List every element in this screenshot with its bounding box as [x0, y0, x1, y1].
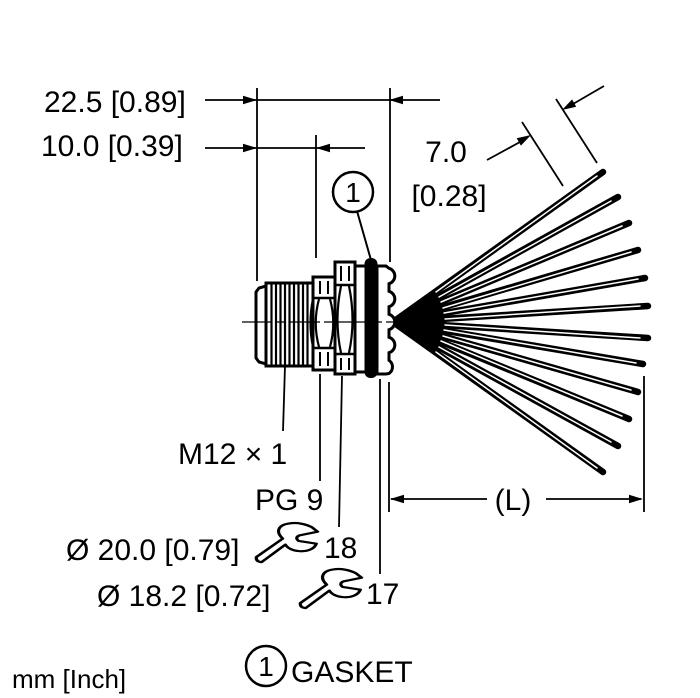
- units-note: mm [Inch]: [12, 664, 126, 694]
- wrench-size-17-label: 17: [366, 578, 399, 611]
- dim-wire-inch-label: [0.28]: [411, 180, 486, 213]
- dim-cable-length-label: (L): [495, 484, 532, 517]
- legend-callout-circle-icon: [244, 644, 288, 688]
- arrow-right-icon: [243, 95, 257, 105]
- wrench-size-18-label: 18: [324, 532, 357, 565]
- arrow-left-icon: [389, 95, 403, 105]
- hex-nut-small: [309, 275, 338, 372]
- arrow-up-right-icon: [516, 135, 531, 146]
- thread-spec-label: M12 × 1: [178, 438, 287, 471]
- wrench-18-icon: [254, 521, 320, 564]
- leader-m12: [282, 365, 286, 432]
- spacer-washer: [353, 264, 368, 374]
- back-thread-spec-label: PG 9: [255, 484, 323, 517]
- arrow-left-icon: [390, 494, 404, 504]
- arrow-left-icon: [316, 143, 330, 153]
- dim-thread-length-label: 10.0 [0.39]: [41, 130, 183, 163]
- callout-circle-icon: [331, 170, 375, 214]
- flange-diameter-label: Ø 20.0 [0.79]: [66, 534, 239, 567]
- connector-body: [254, 258, 397, 378]
- mounting-hole-diameter-label: Ø 18.2 [0.72]: [97, 580, 270, 613]
- gasket: [364, 258, 378, 378]
- wrench-17-icon: [298, 567, 364, 610]
- dim-overall-length: [205, 95, 440, 105]
- mounting-flange: [375, 264, 397, 376]
- legend-gasket: 1 GASKET: [244, 644, 413, 689]
- leader-lines: [282, 365, 381, 574]
- arrow-right-icon: [243, 143, 257, 153]
- dim-wire-diameter: [486, 85, 605, 187]
- dim-cable-length: [388, 376, 645, 512]
- thread-lines: [270, 284, 309, 365]
- gasket-callout: 1: [331, 170, 375, 261]
- dim-wire-mm-label: 7.0: [425, 136, 467, 169]
- dim-thread-length: [205, 143, 365, 153]
- callout-number: 1: [345, 177, 361, 208]
- extension-lines: [256, 88, 391, 281]
- legend-text: GASKET: [291, 656, 413, 689]
- dim-overall-length-label: 22.5 [0.89]: [44, 86, 186, 119]
- leader-wrench18: [338, 375, 343, 528]
- legend-callout-number: 1: [258, 651, 274, 682]
- arrow-right-icon: [629, 494, 643, 504]
- arrow-down-left-icon: [562, 99, 577, 110]
- wire-highlights: [435, 175, 641, 469]
- hex-nut-large: [333, 260, 357, 376]
